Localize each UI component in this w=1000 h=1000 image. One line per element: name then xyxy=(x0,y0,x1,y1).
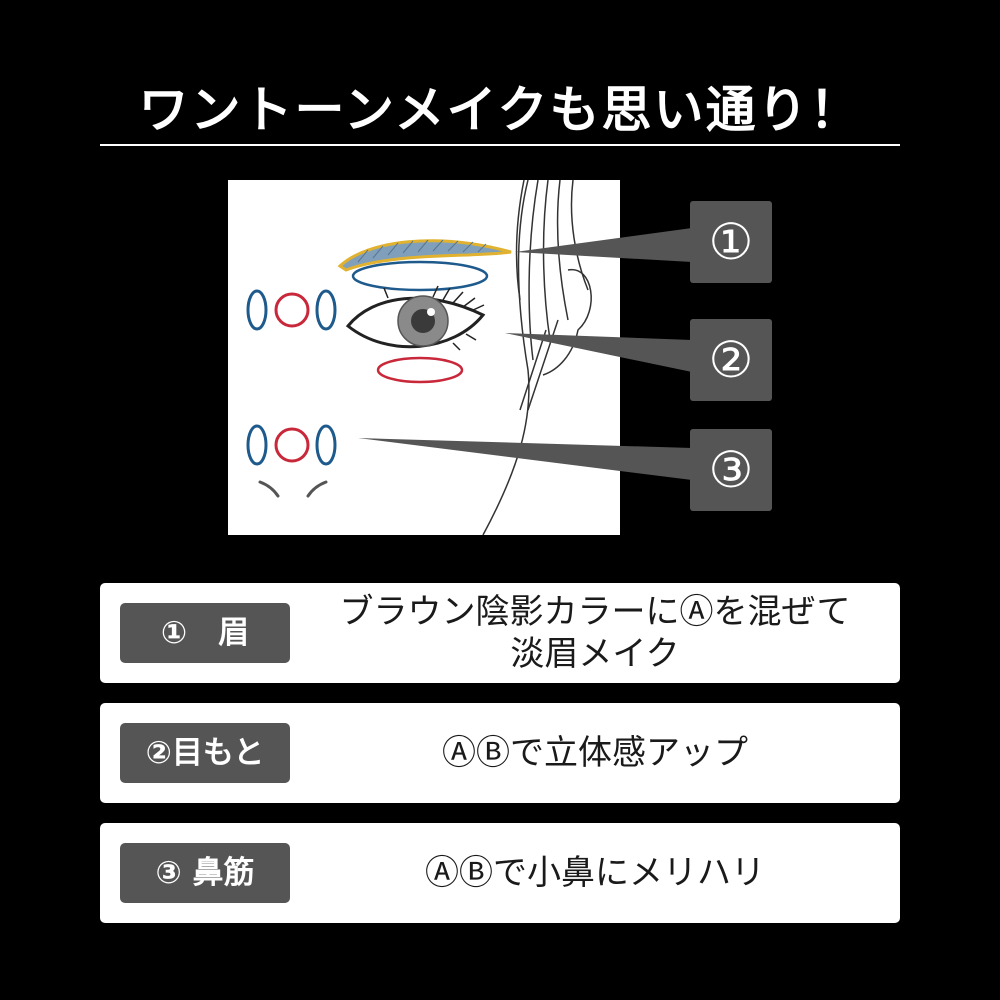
row-eyebrow: ① 眉 ブラウン陰影カラーにⒶを混ぜて 淡眉メイク xyxy=(100,583,900,683)
callout-3: ③ xyxy=(690,429,772,511)
tag-nose: ③ 鼻筋 xyxy=(120,843,290,903)
row-eye-area: ②目もと ⒶⒷで立体感アップ xyxy=(100,703,900,803)
face-outline xyxy=(482,180,592,535)
callout-2: ② xyxy=(690,319,772,401)
divider xyxy=(100,144,900,146)
desc-eyebrow-line-1: ブラウン陰影カラーにⒶを混ぜて xyxy=(339,592,851,632)
callout-1: ① xyxy=(690,201,772,283)
eyelid-mark-blue xyxy=(351,260,489,292)
desc-eye-area: ⒶⒷで立体感アップ xyxy=(310,703,880,803)
desc-eyebrow: ブラウン陰影カラーにⒶを混ぜて 淡眉メイク xyxy=(310,583,880,683)
face-illustration xyxy=(228,180,620,535)
desc-nose: ⒶⒷで小鼻にメリハリ xyxy=(310,823,880,923)
row-nose: ③ 鼻筋 ⒶⒷで小鼻にメリハリ xyxy=(100,823,900,923)
tag-eyebrow: ① 眉 xyxy=(120,603,290,663)
under-eye-mark-red xyxy=(376,356,464,384)
tag-eye-area: ②目もと xyxy=(120,723,290,783)
desc-eye-area-line-1: ⒶⒷで立体感アップ xyxy=(442,733,748,773)
desc-eyebrow-line-2: 淡眉メイク xyxy=(510,634,680,674)
desc-nose-line-1: ⒶⒷで小鼻にメリハリ xyxy=(425,853,765,893)
eyebrow-shape xyxy=(337,239,512,272)
headline: ワントーンメイクも思い通り！ xyxy=(138,81,862,139)
